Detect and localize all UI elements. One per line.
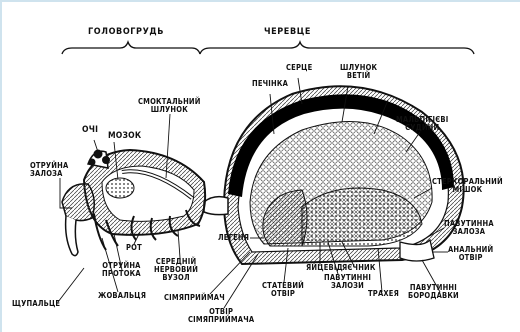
label-egg: ЯЙЦЕВІД — [306, 264, 343, 272]
label-heart: СЕРЦЕ — [286, 64, 312, 72]
label-eyes: ОЧІ — [82, 126, 98, 134]
section-brackets — [62, 42, 474, 54]
label-ovary: ЯЄЧНИК — [342, 264, 376, 272]
label-trachea: ТРАХЕЯ — [368, 290, 399, 298]
label-mouth: РОТ — [126, 244, 142, 252]
label-lung: ЛЕГЕНЯ — [218, 234, 249, 242]
section-abdomen: ЧЕРЕВЦЕ — [264, 28, 311, 36]
section-cephalothorax: ГОЛОВОГРУДЬ — [88, 28, 164, 36]
pedicel — [204, 197, 228, 215]
label-brain: МОЗОК — [108, 132, 141, 140]
label-chelicera: ЖОВАЛЬЦЯ — [98, 292, 146, 300]
label-pedipalp: ЩУПАЛЬЦЕ — [12, 300, 60, 308]
label-liver: ПЕЧІНКА — [252, 80, 288, 88]
label-seminal-receptacle: СІМЯПРИЙМАЧ — [164, 294, 225, 302]
